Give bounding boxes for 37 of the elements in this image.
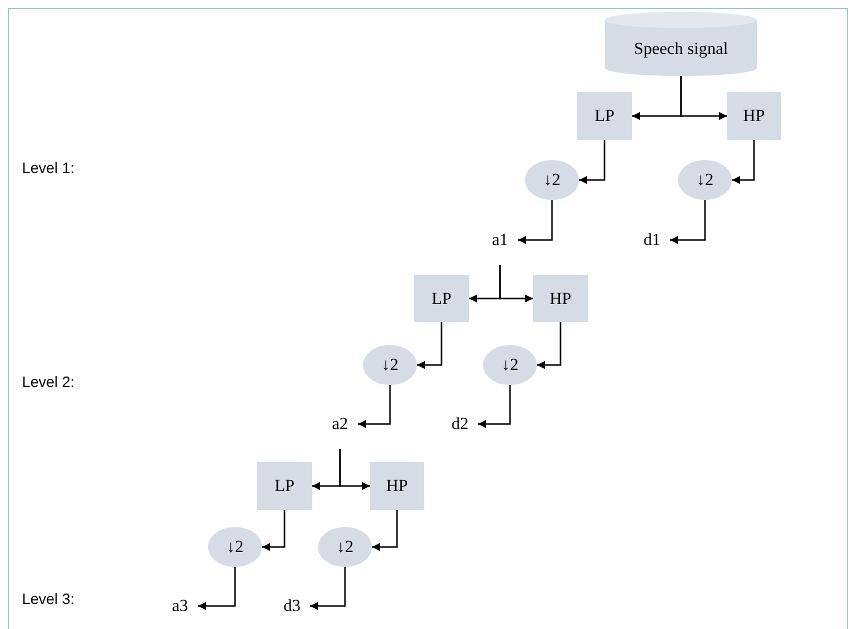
output-label: a3 xyxy=(166,595,194,617)
level-label: Level 1: xyxy=(22,159,75,179)
elbow-arrow xyxy=(579,140,606,184)
downsample-ellipse: ↓2 xyxy=(208,527,262,567)
elbow-arrow xyxy=(339,449,370,490)
downsample-ellipse: ↓2 xyxy=(678,160,732,200)
output-label: a2 xyxy=(326,413,354,435)
output-label: a1 xyxy=(486,229,514,251)
filter-box: LP xyxy=(257,462,312,510)
elbow-arrow xyxy=(478,385,511,428)
level-label: Level 3: xyxy=(22,590,75,610)
filter-box: HP xyxy=(370,462,424,510)
elbow-arrow xyxy=(310,567,346,610)
elbow-arrow xyxy=(417,322,442,369)
elbow-arrow xyxy=(358,385,391,428)
elbow-arrow xyxy=(518,200,553,244)
output-label: d2 xyxy=(446,413,474,435)
downsample-ellipse: ↓2 xyxy=(483,345,537,385)
elbow-arrow xyxy=(499,265,533,302)
elbow-arrow xyxy=(732,140,755,184)
downsample-ellipse: ↓2 xyxy=(525,160,579,200)
elbow-arrow xyxy=(262,510,286,551)
filter-box: HP xyxy=(533,275,588,322)
downsample-ellipse: ↓2 xyxy=(318,527,372,567)
elbow-arrow xyxy=(372,510,398,551)
filter-box: LP xyxy=(414,275,469,322)
output-label: d1 xyxy=(638,229,666,251)
downsample-ellipse: ↓2 xyxy=(363,345,417,385)
elbow-arrow xyxy=(537,322,562,369)
elbow-arrow xyxy=(670,200,706,244)
elbow-arrow xyxy=(680,76,727,120)
elbow-arrow xyxy=(198,567,236,610)
filter-box: LP xyxy=(577,92,632,140)
filter-box: HP xyxy=(727,92,781,140)
level-label: Level 2: xyxy=(22,373,75,393)
output-label: d3 xyxy=(278,595,306,617)
database-cylinder: Speech signal xyxy=(605,12,757,76)
